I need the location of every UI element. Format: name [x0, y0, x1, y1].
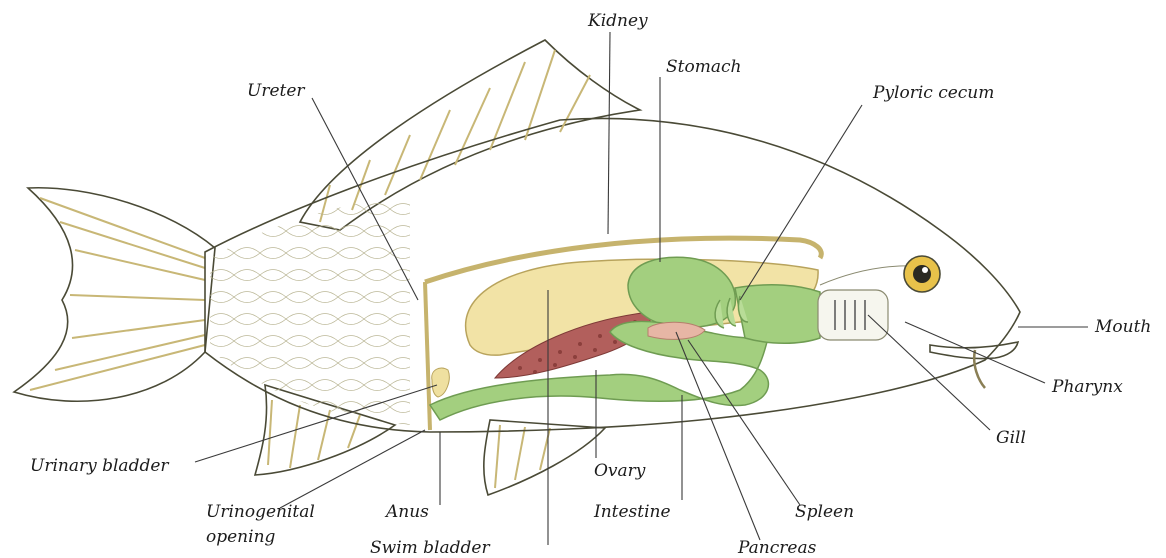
body-cavity-wall [425, 282, 430, 430]
label-urinary-bladder: Urinary bladder [30, 456, 169, 476]
urinary-bladder [432, 368, 450, 397]
label-ovary: Ovary [594, 461, 646, 481]
leader-urinogenital [280, 430, 425, 508]
dorsal-fin [300, 40, 640, 230]
esophagus-pharynx [735, 285, 820, 343]
eye [904, 256, 940, 292]
label-urinogenital-opening-2: opening [206, 527, 276, 547]
label-anus: Anus [384, 502, 429, 522]
leader-pharynx [905, 322, 1045, 383]
label-urinogenital-opening-1: Urinogenital [206, 502, 315, 522]
leader-kidney [608, 32, 610, 234]
caudal-fin [14, 188, 215, 401]
label-kidney: Kidney [587, 11, 648, 31]
label-intestine: Intestine [593, 502, 671, 522]
label-swim-bladder: Swim bladder [370, 538, 490, 558]
label-pancreas: Pancreas [737, 538, 817, 558]
label-pyloric-cecum: Pyloric cecum [872, 83, 994, 103]
label-spleen: Spleen [795, 502, 854, 522]
label-pharynx: Pharynx [1051, 377, 1123, 397]
label-stomach: Stomach [666, 57, 741, 77]
body-scales [210, 195, 410, 425]
gill [818, 290, 888, 340]
label-ureter: Ureter [247, 81, 305, 101]
label-gill: Gill [996, 428, 1026, 448]
label-mouth: Mouth [1094, 317, 1151, 337]
